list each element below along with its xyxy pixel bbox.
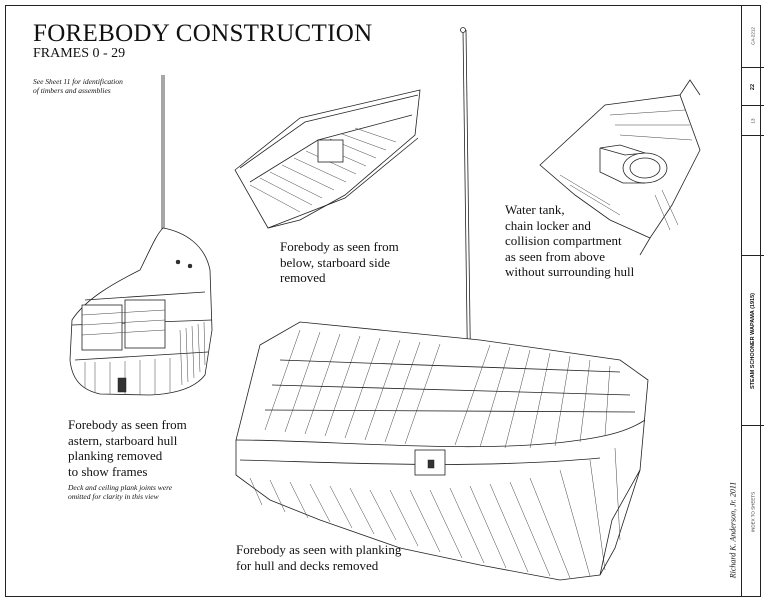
astern-frames — [84, 321, 206, 395]
frames-clamp-line — [239, 457, 601, 465]
title-block-blank-cell — [742, 135, 764, 255]
caption-line: without surrounding hull — [505, 264, 635, 279]
reference-note: See Sheet 11 for identification of timbe… — [33, 77, 123, 95]
tank-forepeak — [679, 79, 701, 96]
tank-frames — [559, 109, 693, 231]
caption-line: as seen from above — [505, 248, 605, 264]
frames-longitudinals — [264, 359, 636, 413]
caption-line: planking removed — [68, 448, 163, 463]
caption-line: removed — [280, 270, 326, 285]
frames-hull-ribs — [249, 447, 621, 579]
frames-deck-beams — [264, 329, 611, 449]
water-tank-top — [599, 144, 646, 156]
below-keel — [267, 137, 419, 229]
title-block: CA-2212 22 13 STEAM SCHOONER WAPAMA (191… — [741, 5, 764, 597]
astern-deck-line — [84, 291, 206, 301]
caption-line: Water tank, — [505, 202, 565, 217]
astern-view-drawing — [69, 75, 213, 396]
page-title: FOREBODY CONSTRUCTION — [33, 20, 373, 47]
frames-deck-beam-line — [235, 419, 646, 448]
main-mast-edge — [465, 29, 472, 401]
reference-note-line: of timbers and assemblies — [33, 86, 111, 95]
caption-line: to show frames — [68, 463, 148, 479]
caption-line: astern, starboard hull — [68, 432, 178, 448]
water-tank-body — [599, 148, 645, 184]
caption-line: below, starboard side — [280, 254, 390, 270]
title-block-index-cell: INDEX TO SHEETS — [742, 425, 764, 597]
caption-line: for hull and decks removed — [236, 557, 379, 573]
caption-line: Forebody as seen from — [68, 417, 187, 432]
caption-planking-removed: Forebody as seen with planking for hull … — [236, 542, 401, 573]
below-view-drawing — [234, 89, 421, 229]
astern-omission-note: Deck and ceiling plank joints were omitt… — [68, 483, 172, 501]
mast-truck — [460, 27, 466, 33]
title-block-sheet-total-cell: 13 — [742, 105, 764, 135]
water-tank-drawing — [539, 79, 701, 256]
caption-below-view: Forebody as seen from below, starboard s… — [280, 239, 399, 286]
astern-deck-fitting — [175, 259, 181, 265]
tank-compartment-outline — [539, 94, 701, 239]
caption-line: Forebody as seen from — [280, 239, 399, 254]
tank-stem — [639, 237, 651, 256]
water-tank-inner-ring — [629, 157, 661, 179]
astern-floor-line — [74, 351, 209, 361]
caption-line: Forebody as seen with planking — [236, 542, 402, 557]
caption-astern-view: Forebody as seen from astern, starboard … — [68, 417, 187, 479]
caption-water-tank: Water tank, chain locker and collision c… — [505, 202, 634, 280]
title-block-sheet-number-cell: 22 — [742, 67, 764, 105]
astern-hatch-right — [124, 299, 166, 349]
below-compartment — [317, 139, 344, 163]
frames-stem — [599, 469, 641, 576]
note-line: Deck and ceiling plank joints were — [68, 483, 173, 492]
astern-keel-block — [117, 377, 127, 393]
title-block-project-cell: STEAM SCHOONER WAPAMA (1915) — [742, 255, 764, 425]
page-subtitle: FRAMES 0 - 29 — [33, 46, 126, 61]
astern-hatch-left — [81, 304, 123, 351]
frames-deckhouse-window — [427, 459, 435, 469]
caption-line: collision compartment — [505, 233, 622, 248]
note-line: omitted for clarity in this view — [68, 492, 159, 501]
frames-view-drawing — [235, 27, 649, 581]
astern-deck-fitting — [187, 263, 193, 269]
below-sheer — [239, 94, 419, 169]
delineator-signature: Richard K. Anderson, Jr. 2011 — [728, 481, 738, 579]
reference-note-line: See Sheet 11 for identification — [33, 77, 123, 86]
drawing-sheet-border — [5, 5, 761, 597]
caption-line: chain locker and — [505, 217, 591, 233]
